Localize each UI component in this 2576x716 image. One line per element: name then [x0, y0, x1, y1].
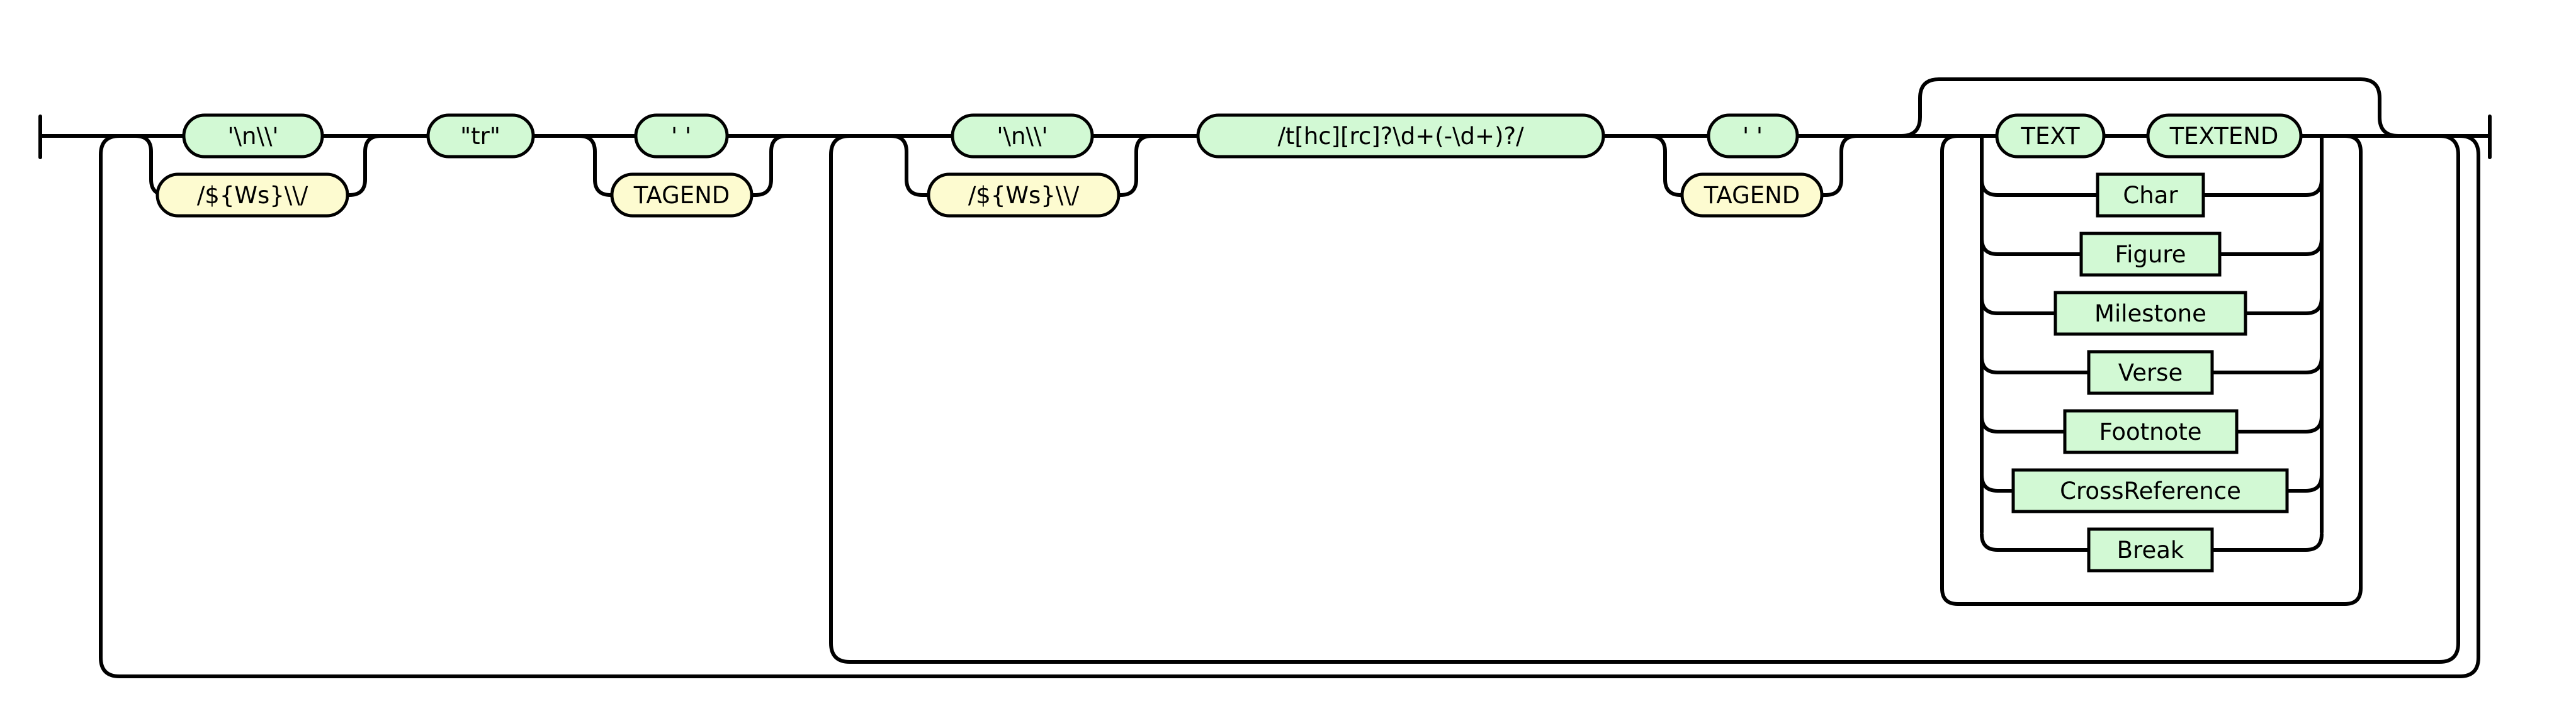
svg-text:' ': ' ' [671, 123, 691, 150]
group3-newline-node[interactable]: '\n\\' [951, 113, 1094, 159]
svg-text:/${Ws}\\/: /${Ws}\\/ [968, 182, 1080, 209]
alt-crossreference-node[interactable]: CrossReference [2011, 468, 2289, 513]
svg-text:Figure: Figure [2115, 241, 2186, 268]
group1-newline-node[interactable]: '\n\\' [182, 113, 324, 159]
svg-text:'\n\\': '\n\\' [997, 123, 1048, 150]
svg-text:/${Ws}\\/: /${Ws}\\/ [197, 182, 308, 209]
alt-footnote-node[interactable]: Footnote [2063, 409, 2239, 454]
content-repeat-loop [1940, 134, 2363, 606]
alt-figure-node[interactable]: Figure [2079, 232, 2222, 277]
svg-text:TAGEND: TAGEND [633, 182, 730, 209]
tr-literal-node[interactable]: "tr" [426, 113, 535, 159]
outer-loop [99, 134, 2480, 678]
alt-verse-node[interactable]: Verse [2087, 350, 2214, 395]
group4-space-node[interactable]: ' ' [1707, 113, 1799, 159]
cell-regex-node[interactable]: /t[hc][rc]?\d+(-\d+)?/ [1196, 113, 1605, 159]
svg-text:Milestone: Milestone [2094, 300, 2206, 327]
alt-milestone-node[interactable]: Milestone [2053, 291, 2247, 336]
svg-text:'\n\\': '\n\\' [227, 123, 278, 150]
textend-node[interactable]: TEXTEND [2146, 113, 2303, 159]
group2-tagend-node[interactable]: TAGEND [610, 172, 754, 218]
inner-loop [829, 134, 2460, 664]
text-node[interactable]: TEXT [1995, 113, 2106, 159]
group3-ws-node[interactable]: /${Ws}\\/ [927, 172, 1121, 218]
svg-text:Break: Break [2117, 537, 2184, 564]
content-text-branch [1899, 77, 2400, 138]
group2-space-node[interactable]: ' ' [634, 113, 729, 159]
svg-text:' ': ' ' [1743, 123, 1763, 150]
svg-text:TEXTEND: TEXTEND [2169, 123, 2279, 150]
svg-text:Char: Char [2123, 182, 2178, 209]
svg-text:TEXT: TEXT [2020, 123, 2080, 150]
svg-text:CrossReference: CrossReference [2060, 478, 2241, 505]
svg-text:"tr": "tr" [460, 123, 500, 150]
svg-text:TAGEND: TAGEND [1703, 182, 1800, 209]
svg-text:/t[hc][rc]?\d+(-\d+)?/: /t[hc][rc]?\d+(-\d+)?/ [1277, 123, 1524, 150]
svg-text:Footnote: Footnote [2099, 418, 2201, 445]
group1-ws-node[interactable]: /${Ws}\\/ [155, 172, 349, 218]
group4-tagend-node[interactable]: TAGEND [1680, 172, 1824, 218]
alt-char-node[interactable]: Char [2096, 172, 2205, 218]
svg-text:Verse: Verse [2118, 359, 2183, 386]
alt-break-node[interactable]: Break [2087, 527, 2214, 573]
